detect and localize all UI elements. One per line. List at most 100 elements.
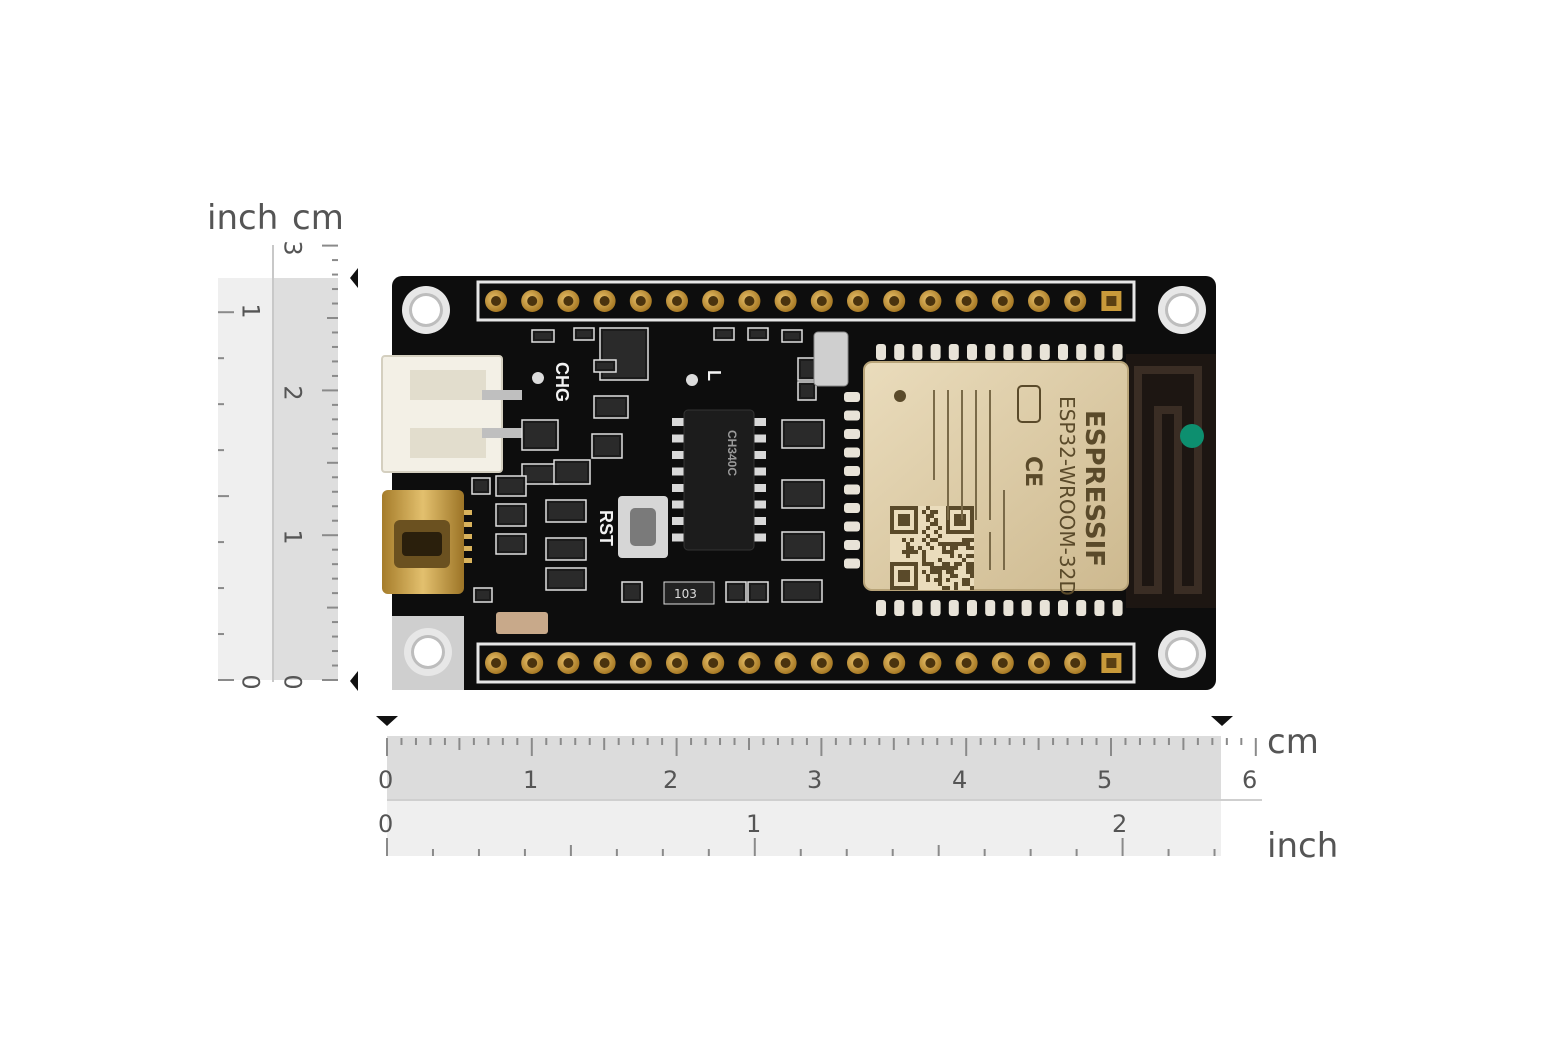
module-pad	[844, 503, 860, 513]
qr-finder-dot	[898, 514, 910, 526]
chip-pin	[752, 418, 766, 426]
module-pad	[844, 521, 860, 532]
qr-module	[954, 574, 958, 578]
horizontal-inch-label: 0	[378, 810, 394, 838]
smd-body	[717, 331, 731, 337]
header-pin-hole	[491, 658, 501, 668]
smd-body	[557, 463, 587, 481]
horizontal-cm-label: 3	[807, 766, 823, 794]
module-pad	[876, 600, 886, 616]
battery-connector-icon	[381, 355, 522, 473]
mounting-hole-icon	[1158, 286, 1206, 334]
qr-module	[922, 570, 926, 574]
qr-module	[902, 538, 906, 542]
qr-module	[966, 542, 970, 546]
header-pin-hole	[635, 296, 646, 306]
crystal-icon	[813, 331, 849, 387]
qr-module	[926, 542, 930, 546]
smd-body	[535, 333, 551, 339]
module-model: ESP32-WROOM-32D	[1055, 396, 1079, 596]
smd-body	[549, 541, 583, 557]
usb-serial-chip-icon: CH340C	[672, 409, 766, 551]
header-pin-hole	[816, 296, 827, 306]
qr-module	[950, 542, 954, 546]
header-pin-hole	[780, 296, 791, 306]
smd-body	[785, 333, 799, 339]
qr-module	[950, 554, 954, 558]
qr-module	[910, 538, 914, 542]
qr-module	[942, 566, 946, 570]
qr-module	[910, 550, 914, 554]
horizontal-inch-label: 2	[1112, 810, 1128, 838]
qr-module	[962, 538, 966, 542]
smd-body	[785, 483, 821, 505]
header-pin-hole	[1034, 296, 1044, 306]
qr-module	[946, 566, 950, 570]
module-pad	[985, 600, 996, 616]
qr-finder-dot	[954, 514, 966, 526]
rst-label: RST	[596, 510, 616, 546]
qr-module	[946, 542, 950, 546]
module-pad	[948, 600, 959, 616]
qr-module	[934, 510, 938, 514]
module-pad	[1003, 344, 1014, 360]
mounting-hole-icon	[404, 628, 452, 676]
module-brand: ESPRESSIF	[1079, 410, 1109, 567]
l-led-icon	[686, 374, 698, 386]
resistor-label: 103	[674, 587, 697, 601]
qr-module	[930, 546, 934, 550]
qr-module	[934, 538, 938, 542]
qr-module	[942, 550, 946, 554]
horizontal-cm-label: 1	[523, 766, 539, 794]
vertical-inch-label: 0	[236, 674, 265, 690]
qr-module	[938, 578, 942, 582]
qr-module	[930, 562, 934, 566]
qr-module	[938, 582, 942, 586]
chip-pin	[752, 451, 766, 459]
smd-body	[477, 591, 489, 599]
module-pad	[912, 600, 923, 616]
qr-module	[922, 550, 926, 554]
header-pin-hole	[527, 658, 538, 668]
header-pin-hole	[672, 658, 682, 668]
header-pin-hole	[816, 658, 827, 668]
qr-module	[934, 566, 938, 570]
module-ce-mark: CE	[1020, 456, 1045, 487]
qr-module	[966, 546, 970, 550]
qr-module	[930, 538, 934, 542]
qr-module	[970, 554, 974, 558]
qr-module	[962, 578, 966, 582]
smd-body	[625, 585, 639, 599]
qr-module	[930, 522, 934, 526]
qr-module	[966, 566, 970, 570]
qr-module	[950, 570, 954, 574]
qr-module	[934, 570, 938, 574]
qr-module	[930, 570, 934, 574]
qr-module	[906, 546, 910, 550]
module-pad	[844, 447, 860, 458]
module-pad	[844, 410, 860, 421]
module-pad	[1003, 600, 1014, 616]
qr-module	[926, 574, 930, 578]
module-fine-print-icon	[933, 390, 1005, 570]
qr-module	[954, 566, 958, 570]
vertical-cm-label: 2	[278, 385, 307, 401]
qr-module	[926, 506, 930, 510]
qr-module	[922, 538, 926, 542]
chip-pin	[672, 484, 686, 492]
qr-module	[914, 550, 918, 554]
chg-label: CHG	[552, 362, 572, 402]
header-pin-hole	[599, 296, 610, 306]
qr-module	[926, 514, 930, 518]
qr-module	[906, 554, 910, 558]
module-pad	[1112, 600, 1123, 616]
smd-body	[499, 537, 523, 551]
chip-pin	[672, 434, 686, 443]
qr-module	[930, 566, 934, 570]
qr-module	[966, 538, 970, 542]
qr-module	[926, 578, 930, 582]
qr-module	[946, 586, 950, 590]
module-pad	[844, 466, 860, 476]
qr-module	[942, 562, 946, 566]
qr-module	[950, 550, 954, 554]
